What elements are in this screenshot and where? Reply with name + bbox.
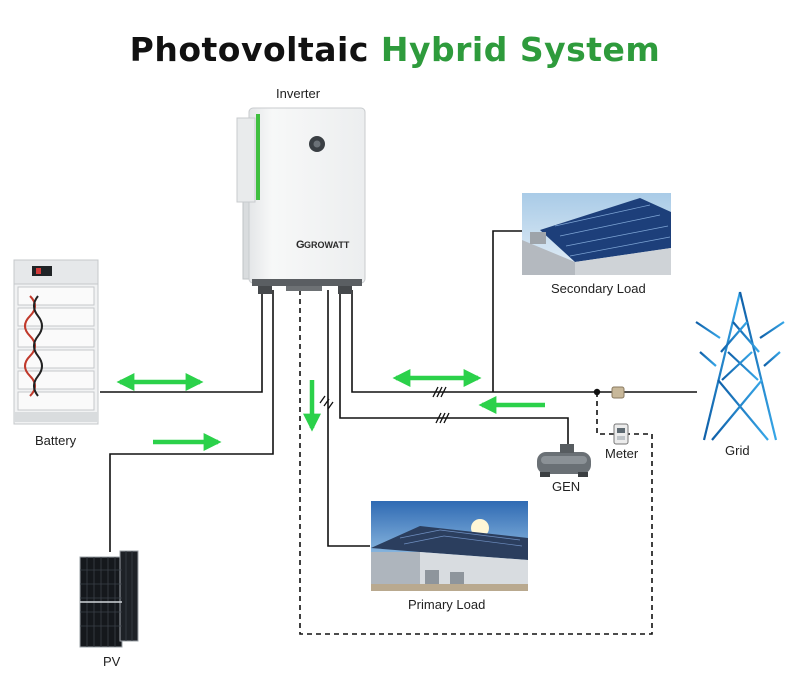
primary-load-wire xyxy=(327,290,370,547)
battery-label: Battery xyxy=(35,433,77,448)
factory-roof-icon xyxy=(522,193,671,275)
battery-rack-icon xyxy=(13,259,99,425)
meter-icon xyxy=(611,386,629,445)
tick-marks xyxy=(319,386,450,424)
gen-wire xyxy=(339,290,569,450)
factory-building-icon xyxy=(371,501,528,591)
grid-wire xyxy=(351,290,697,393)
battery-wire xyxy=(100,290,263,393)
comm-wire xyxy=(299,290,653,635)
secondary-load-wire xyxy=(492,230,522,392)
meter-label: Meter xyxy=(605,446,639,461)
solar-panel-icon xyxy=(79,550,139,648)
meter-ct-wire xyxy=(596,392,614,435)
pv-label: PV xyxy=(103,654,121,669)
inverter-brand: GROWATT xyxy=(304,240,350,250)
title-part1: Photovoltaic xyxy=(129,30,369,69)
generator-icon xyxy=(537,444,591,477)
gen-label: GEN xyxy=(552,479,581,494)
junction-dot xyxy=(593,388,601,396)
pv-wire xyxy=(109,290,274,552)
power-tower-icon xyxy=(695,291,785,441)
grid-label: Grid xyxy=(725,443,750,458)
title-part2: Hybrid System xyxy=(380,30,661,69)
secondary-load-label: Secondary Load xyxy=(551,281,646,296)
svg-text:G: G xyxy=(296,239,305,251)
wires xyxy=(100,230,697,635)
diagram-title: Photovoltaic Hybrid System xyxy=(0,30,790,69)
primary-load-label: Primary Load xyxy=(408,597,486,612)
flow-arrows xyxy=(116,369,545,451)
inverter-label: Inverter xyxy=(276,86,321,101)
inverter-icon: G GROWATT xyxy=(236,107,366,294)
